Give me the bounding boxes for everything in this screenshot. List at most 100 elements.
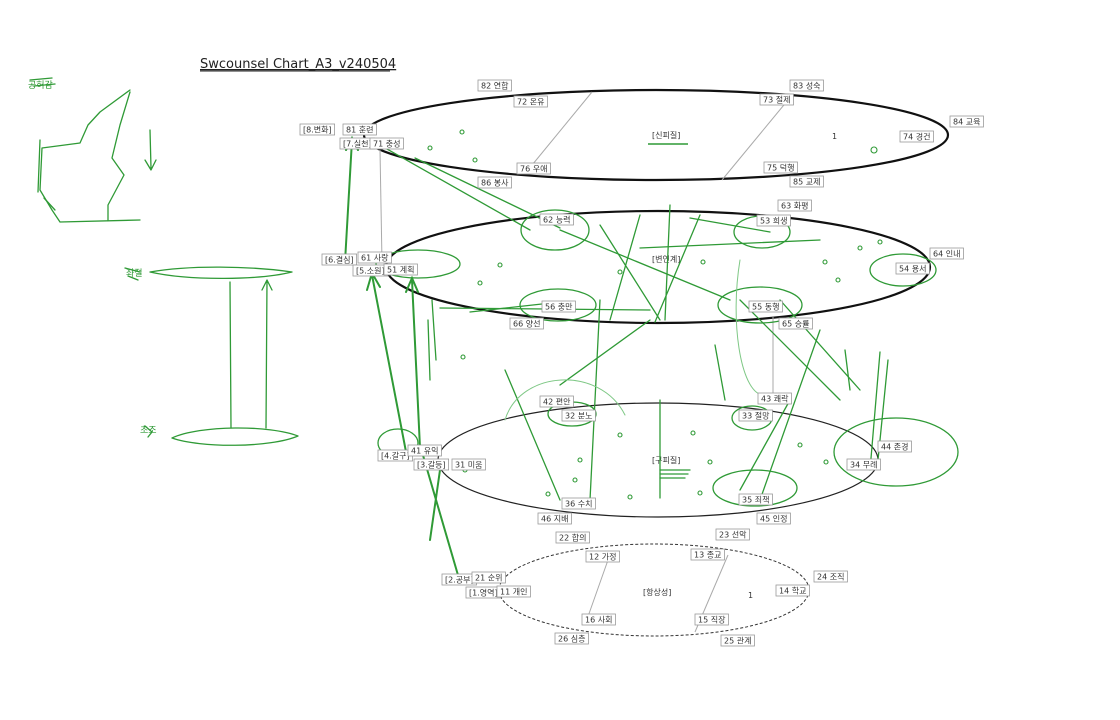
label-level-2-12: 65 승률	[778, 317, 813, 330]
label-text: 83 성숙	[793, 82, 820, 91]
label-level-top-3: 73 절제	[759, 93, 794, 106]
label-level-2-1: 63 화평	[777, 199, 812, 212]
label-level-3-6: [4.갈구]	[377, 449, 414, 462]
label-box	[413, 458, 450, 471]
label-text: 82 연합	[481, 82, 509, 91]
label-text: 46 지배	[541, 515, 568, 524]
label-box	[357, 251, 392, 264]
label-text: 54 용서	[899, 265, 926, 274]
label-level-top-0: 82 연합	[477, 79, 512, 92]
label-level-3-5: 34 무례	[846, 458, 881, 471]
label-text: [5.소원]	[356, 267, 385, 276]
top-ellipse-mark: 1	[832, 132, 837, 141]
label-box	[694, 613, 729, 626]
label-text: 26 심층	[558, 634, 585, 644]
label-level-bottom-10: 16 사회	[581, 613, 616, 626]
label-box	[778, 317, 813, 330]
label-level-top-6: 76 우애	[516, 162, 551, 175]
label-level-3-12: 46 지배	[537, 512, 572, 525]
label-text: 23 선악	[719, 530, 747, 540]
label-box	[895, 262, 930, 275]
label-box	[541, 300, 576, 313]
label-level-bottom-7: 11 개인	[496, 585, 531, 598]
label-box	[759, 93, 794, 106]
label-text: 33 절망	[742, 411, 770, 421]
label-text: 21 순위	[475, 574, 502, 583]
label-box	[813, 570, 848, 583]
center-label-neocortex: [신피질]	[652, 131, 680, 140]
label-text: 65 승률	[782, 320, 809, 329]
bottom-ellipse-mark: 1	[748, 591, 753, 600]
label-box	[738, 493, 773, 506]
label-text: 31 미움	[455, 461, 482, 470]
label-box	[539, 213, 574, 226]
label-box	[715, 528, 750, 541]
label-text: [2.공부]	[445, 576, 474, 585]
label-text: [7.실천]	[343, 139, 372, 149]
label-level-3-11: 35 죄책	[738, 493, 773, 506]
label-box	[513, 95, 548, 108]
label-text: 55 동행	[752, 302, 779, 312]
label-box	[321, 253, 358, 266]
label-box	[690, 548, 725, 561]
label-text: 34 무례	[850, 460, 877, 470]
label-level-bottom-2: 12 가정	[585, 550, 620, 563]
label-box	[581, 613, 616, 626]
center-label-homeostasis: [항상성]	[643, 587, 671, 597]
label-box	[789, 79, 824, 92]
label-box	[777, 199, 812, 212]
label-text: 62 능력	[543, 215, 570, 225]
ellipse-limbic	[384, 209, 932, 325]
label-text: 43 쾌락	[761, 394, 789, 404]
label-text: 24 조직	[817, 572, 844, 582]
label-level-top-2: 83 성숙	[789, 79, 824, 92]
label-level-bottom-8: 24 조직	[813, 570, 848, 583]
label-level-bottom-0: 22 합의	[555, 531, 590, 544]
label-level-2-10: 55 동행	[748, 300, 783, 313]
label-level-bottom-1: 23 선악	[715, 528, 750, 541]
label-box	[342, 123, 377, 136]
label-text: 56 충만	[545, 303, 573, 312]
label-text: 41 유익	[411, 446, 438, 456]
label-level-top-13: 71 충성	[369, 137, 404, 150]
label-box	[561, 497, 596, 510]
label-box	[775, 584, 810, 597]
label-text: 71 충성	[373, 140, 400, 149]
label-level-bottom-12: 26 심층	[554, 632, 589, 645]
label-text: 63 화평	[781, 201, 808, 211]
label-level-top-8: 86 봉사	[477, 176, 512, 189]
label-text: 51 계획	[387, 265, 414, 275]
label-level-3-4: 44 존경	[877, 440, 912, 453]
label-box	[509, 317, 544, 330]
label-box	[383, 263, 418, 276]
label-text: 36 수치	[565, 500, 592, 509]
label-level-2-8: 54 용서	[895, 262, 930, 275]
label-box	[407, 444, 442, 457]
label-level-top-5: 74 경건	[899, 130, 934, 143]
label-level-2-2: 53 희생	[756, 214, 791, 227]
label-box	[516, 162, 551, 175]
label-text: 61 사랑	[361, 253, 389, 263]
label-box	[477, 176, 512, 189]
label-text: [3.갈등]	[417, 461, 446, 470]
label-level-2-5: [5.소원]	[352, 264, 389, 277]
label-level-bottom-6: [1.영역]	[465, 586, 502, 599]
label-level-top-1: 72 온유	[513, 95, 548, 108]
label-text: 15 직장	[698, 615, 726, 625]
label-box	[877, 440, 912, 453]
label-level-top-7: 75 덕행	[763, 161, 798, 174]
label-text: 12 가정	[589, 552, 616, 562]
label-text: 44 존경	[881, 442, 908, 452]
label-text: 66 양선	[513, 320, 540, 329]
label-level-3-8: [3.갈등]	[413, 458, 450, 471]
label-box	[899, 130, 934, 143]
label-box	[756, 512, 791, 525]
label-box	[554, 632, 589, 645]
label-box	[496, 585, 531, 598]
label-level-top-11: 81 훈련	[342, 123, 377, 136]
label-level-2-9: 56 충만	[541, 300, 576, 313]
label-level-3-9: 31 미움	[451, 458, 486, 471]
label-box	[846, 458, 881, 471]
